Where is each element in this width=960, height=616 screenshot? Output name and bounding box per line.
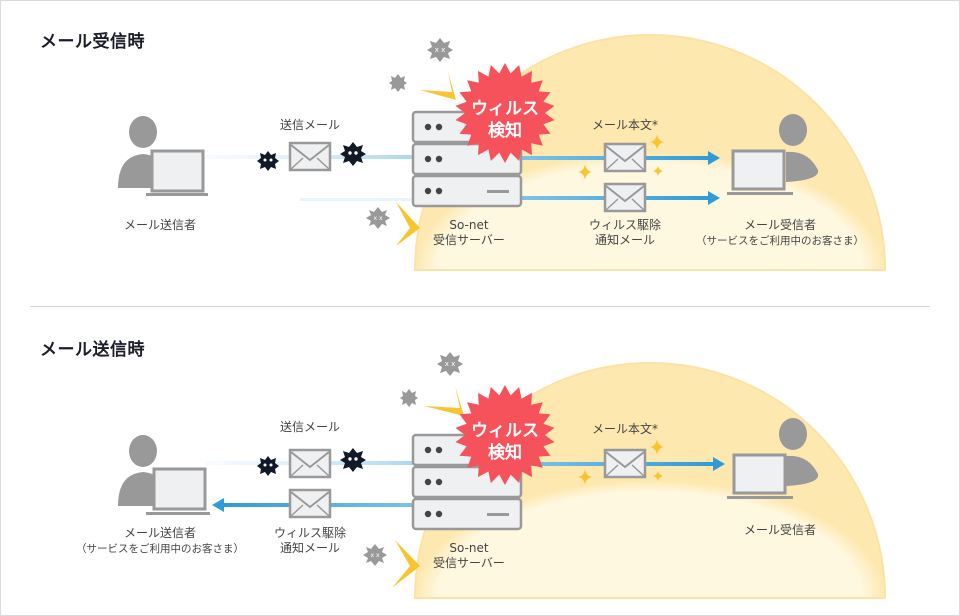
defeated-virus-icon: x x <box>366 207 390 229</box>
virus-detection-badge <box>455 385 555 485</box>
defeated-virus-icon: x x <box>437 352 463 376</box>
recipient-person-icon <box>779 418 819 486</box>
badge-line1: ウィルス <box>471 421 539 441</box>
defeated-virus-icon: x x <box>427 38 453 62</box>
body-mail-envelope-icon <box>603 448 647 479</box>
sparkle-icon <box>650 439 664 455</box>
sent-mail-envelope-icon <box>288 448 332 479</box>
recipient-person-icon <box>779 114 819 182</box>
deflect-chevron-icon <box>396 202 420 246</box>
deflect-chevron-icon <box>392 540 420 588</box>
notice-mail-label-1: ウィルス駆除 <box>588 218 661 232</box>
section-title: メール送信時 <box>40 340 145 360</box>
defeated-virus-icon <box>389 74 407 92</box>
recipient-sublabel: （サービスをご利用中のお客さま） <box>696 235 864 247</box>
sender-laptop-icon <box>146 149 208 196</box>
inbound-line-lower <box>300 198 415 201</box>
recipient-laptop-icon <box>727 453 793 499</box>
virus-icon <box>340 142 366 166</box>
sent-mail-label: 送信メール <box>279 420 340 434</box>
section-receiving: x x x x <box>0 0 960 300</box>
receiving-diagram: x x x x <box>118 34 887 271</box>
virus-icon <box>257 456 279 476</box>
deflect-chevron-icon <box>420 72 456 100</box>
sparkle-icon <box>653 471 663 481</box>
sender-sublabel: （サービスをご利用中のお客さま） <box>76 543 244 555</box>
body-mail-envelope-icon <box>603 142 647 173</box>
defeated-virus-icon <box>400 389 418 407</box>
starburst-shape <box>455 385 555 485</box>
starburst-shape <box>455 63 555 163</box>
sender-label: メール送信者 <box>123 526 196 540</box>
notice-mail-label-2: 通知メール <box>279 541 340 555</box>
recipient-label: メール受信者 <box>743 523 816 537</box>
sparkle-icon <box>578 469 592 485</box>
deflect-chevron-icon <box>424 386 464 416</box>
sender-laptop-icon <box>146 467 210 515</box>
virus-icon <box>340 448 366 472</box>
section-divider <box>30 306 930 307</box>
recipient-laptop-icon <box>727 149 793 195</box>
sender-label: メール送信者 <box>123 218 196 232</box>
virus-detection-badge <box>455 63 555 163</box>
server-role: 受信サーバー <box>433 556 505 570</box>
svg-text:x x: x x <box>370 552 379 559</box>
badge-line2: 検知 <box>488 443 522 463</box>
defeated-virus-icon: x x <box>363 544 387 566</box>
server-name: So-net <box>449 541 489 555</box>
body-mail-label: メール本文* <box>591 118 658 132</box>
badge-line2: 検知 <box>488 121 522 141</box>
server-name: So-net <box>449 218 489 232</box>
sent-mail-label: 送信メール <box>279 118 340 132</box>
notice-mail-label-1: ウィルス駆除 <box>273 526 346 540</box>
section-sending: x x x x <box>0 308 960 608</box>
sparkle-icon <box>653 166 663 176</box>
notice-mail-label-2: 通知メール <box>594 233 655 247</box>
notice-mail-envelope-icon <box>288 488 332 519</box>
svg-text:x x: x x <box>373 215 382 222</box>
svg-text:x x: x x <box>445 360 456 368</box>
section-title: メール受信時 <box>40 32 145 52</box>
recipient-label: メール受信者 <box>743 218 816 232</box>
svg-text:x x: x x <box>435 46 446 54</box>
notice-mail-envelope-icon <box>603 182 647 213</box>
body-mail-label: メール本文* <box>591 422 658 436</box>
server-role: 受信サーバー <box>433 233 505 247</box>
badge-line1: ウィルス <box>471 99 539 119</box>
sending-diagram: x x x x <box>118 352 887 599</box>
sparkle-icon <box>578 164 592 180</box>
sent-mail-envelope-icon <box>288 141 332 172</box>
virus-icon <box>257 151 279 171</box>
sparkle-icon <box>650 134 664 150</box>
